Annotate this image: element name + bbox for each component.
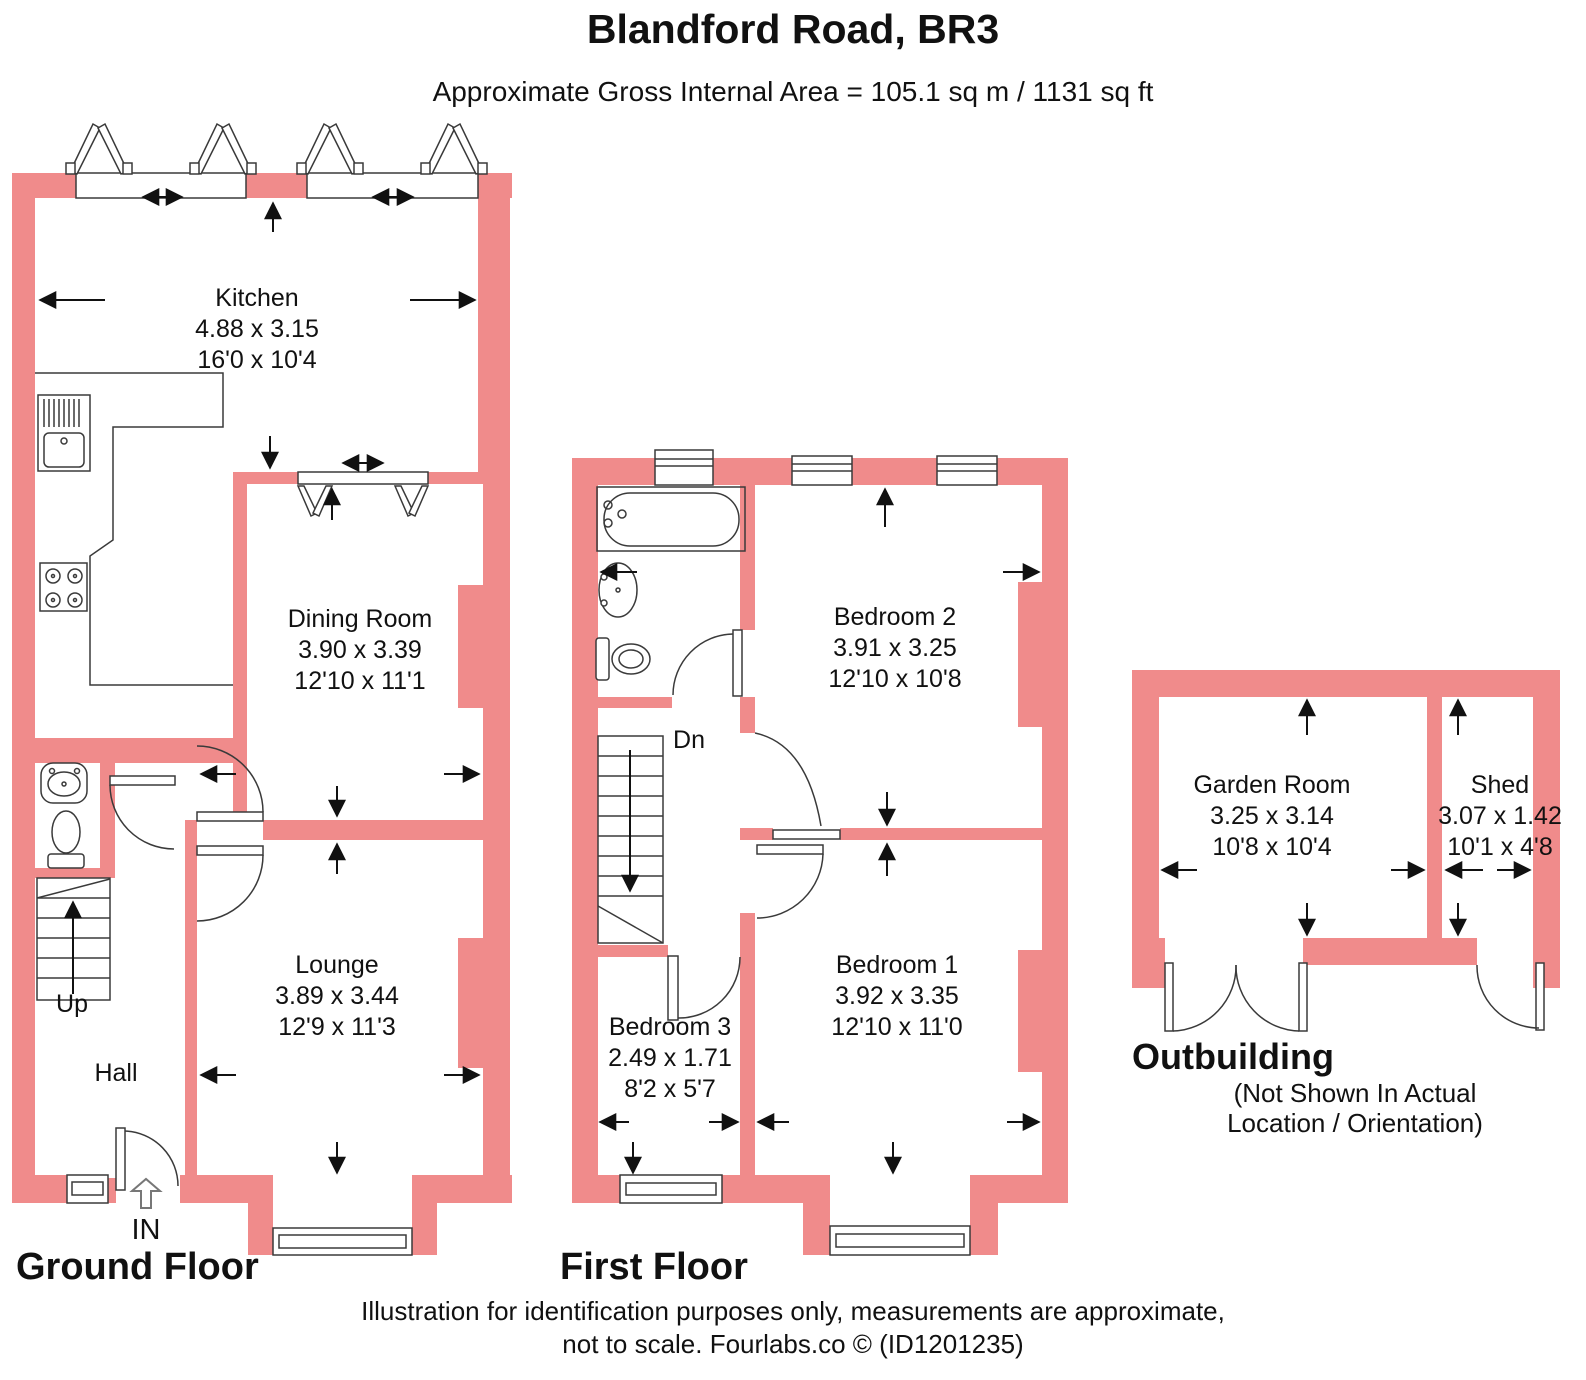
outbuilding-plan bbox=[1132, 670, 1560, 1032]
kitchen-sink-icon bbox=[37, 394, 91, 472]
footer-disclaimer-line1: Illustration for identification purposes… bbox=[361, 1296, 1225, 1326]
hob-icon bbox=[39, 562, 88, 612]
entrance-arrow-icon bbox=[129, 1177, 163, 1209]
stairs-down bbox=[597, 735, 664, 944]
bathroom-window bbox=[654, 449, 714, 486]
ground-floor-label: Ground Floor bbox=[16, 1246, 259, 1288]
wc-basin-icon bbox=[40, 762, 88, 804]
entrance-label: IN bbox=[131, 1214, 161, 1246]
bedroom1-door bbox=[756, 844, 824, 919]
first-floor-label: First Floor bbox=[560, 1246, 748, 1288]
front-door bbox=[115, 1127, 179, 1191]
garden-room-double-doors bbox=[1164, 962, 1308, 1032]
stairs-up-label: Up bbox=[56, 990, 88, 1018]
bedroom1-bay-window bbox=[829, 1225, 971, 1256]
ground-floor-plan bbox=[12, 122, 512, 1256]
page-title: Blandford Road, BR3 bbox=[586, 6, 1000, 52]
outbuilding-note-line2: Location / Orientation) bbox=[1227, 1108, 1483, 1138]
lounge-door bbox=[196, 845, 264, 922]
bath-icon bbox=[596, 486, 746, 552]
first-floor-doors bbox=[667, 629, 841, 1021]
landing-window bbox=[791, 455, 853, 486]
first-floor-windows bbox=[619, 449, 998, 1256]
bathroom-toilet-icon bbox=[595, 637, 651, 681]
outbuilding-measure-arrows bbox=[1160, 698, 1532, 937]
ground-floor-walls bbox=[12, 173, 512, 1255]
outbuilding-label: Outbuilding bbox=[1132, 1036, 1334, 1077]
bedroom2-window bbox=[936, 455, 998, 486]
stairs-up bbox=[36, 877, 111, 1001]
wc-door bbox=[109, 775, 176, 850]
bedroom3-window bbox=[619, 1174, 723, 1204]
interior-casement-icon bbox=[296, 485, 430, 518]
room-label-hall: Hall bbox=[94, 1059, 138, 1087]
footer-disclaimer-line2: not to scale. Fourlabs.co © (ID1201235) bbox=[562, 1329, 1024, 1359]
gross-internal-area: Approximate Gross Internal Area = 105.1 … bbox=[432, 76, 1154, 107]
dining-door bbox=[196, 745, 264, 822]
first-floor-plan bbox=[572, 449, 1068, 1256]
outbuilding-note-line1: (Not Shown In Actual bbox=[1233, 1078, 1477, 1108]
first-floor-measure-arrows bbox=[598, 487, 1041, 1175]
ground-floor-doors bbox=[109, 745, 264, 1191]
kitchen-counter bbox=[35, 372, 233, 686]
wc-toilet-icon bbox=[47, 810, 85, 869]
outbuilding-doors bbox=[1164, 962, 1545, 1032]
stairs-down-label: Dn bbox=[673, 726, 705, 754]
shed-door bbox=[1476, 962, 1545, 1031]
bathroom-door bbox=[672, 629, 743, 697]
bedroom3-door bbox=[667, 955, 741, 1021]
ground-floor-measure-arrows bbox=[38, 188, 481, 1175]
outbuilding-walls bbox=[1132, 670, 1560, 988]
first-floor-walls bbox=[572, 458, 1068, 1255]
casement-window-icon bbox=[65, 122, 488, 175]
bedroom2-door bbox=[754, 732, 841, 840]
